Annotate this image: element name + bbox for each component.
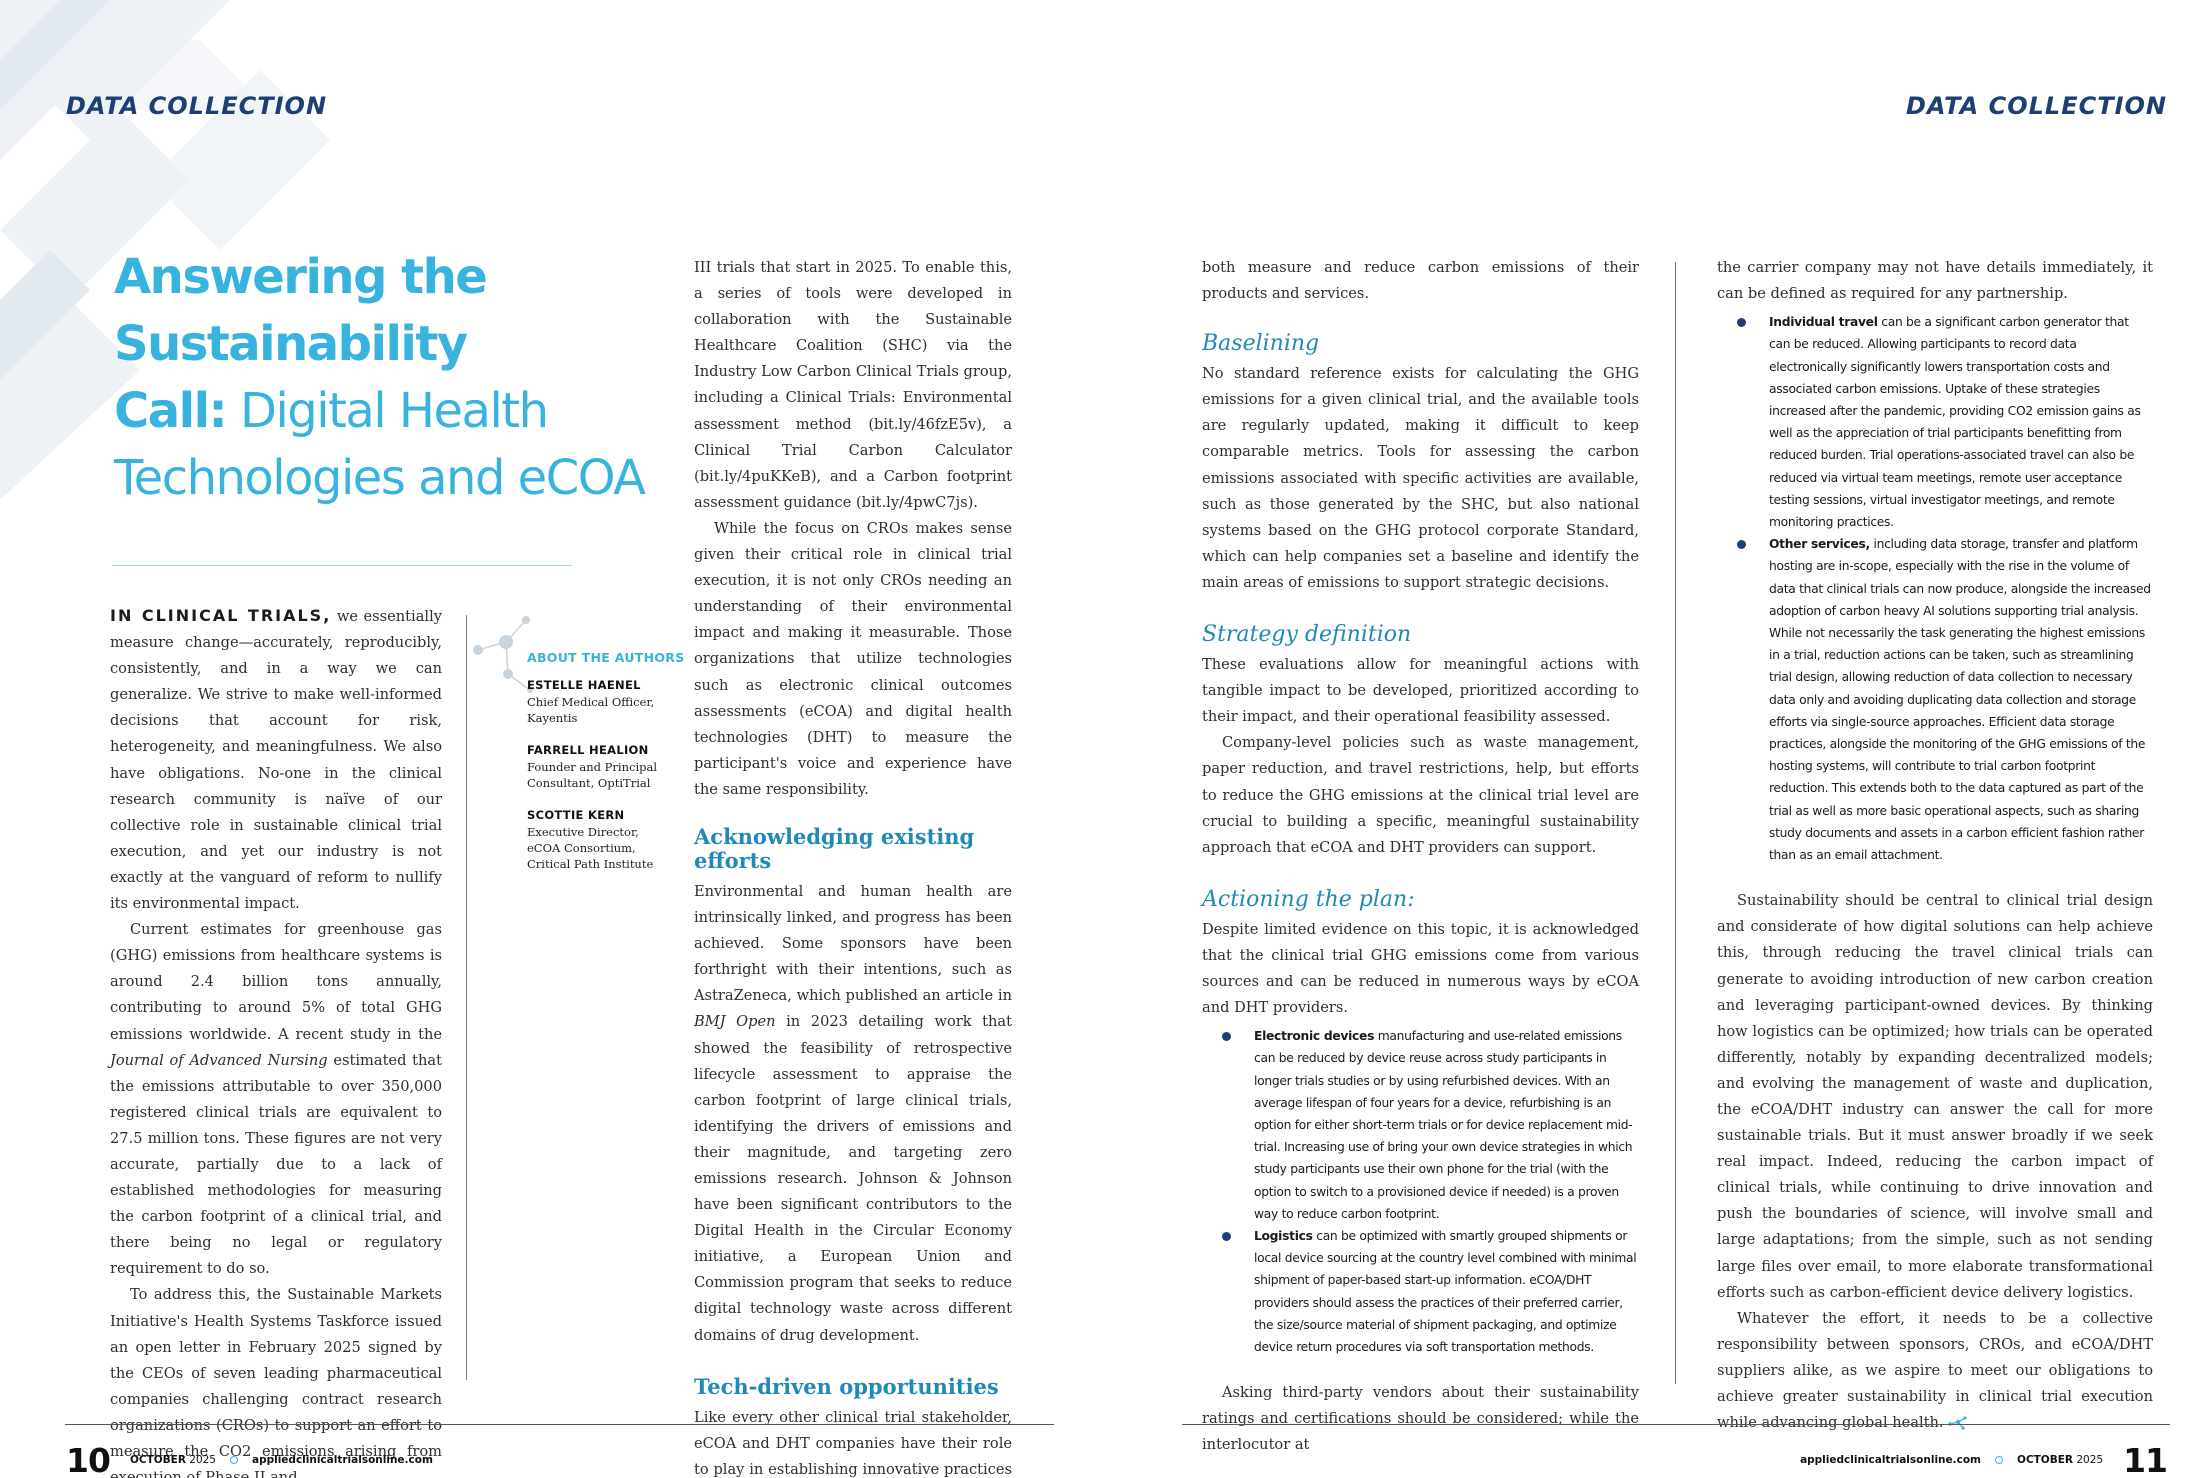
footer-right: appliedclinicaltrialsonline.com OCTOBER … [1800,1440,2168,1478]
column-divider [466,615,467,1380]
lead-in: IN CLINICAL TRIALS, [110,606,332,625]
issue-month: OCTOBER [2017,1454,2073,1466]
list-item: Electronic devices manufacturing and use… [1202,1025,1639,1225]
paragraph: Current estimates for greenhouse gas (GH… [110,917,442,1282]
subheading-strategy: Strategy definition [1202,622,1412,648]
bullet-dot-icon [1737,318,1746,328]
bullet-dot-icon [1995,1456,2004,1464]
bullet-text: can be a significant carbon generator th… [1769,315,2141,530]
end-mark-icon [1947,1416,1967,1430]
bullet-lead: Electronic devices [1254,1029,1375,1044]
website-link[interactable]: appliedclinicaltrialsonline.com [1800,1454,1982,1466]
paragraph: These evaluations allow for meaningful a… [1202,656,1639,726]
bullet-text: including data storage, transfer and pla… [1769,537,2151,863]
page-number: 11 [2123,1440,2168,1478]
column-divider [1675,262,1676,1384]
paragraph: Asking third-party vendors about their s… [1202,1384,1639,1454]
bullet-list: Individual travel can be a significant c… [1717,311,2153,866]
title-line-3-bold: Call: [114,383,228,439]
paragraph-text: we essentially measure change—accurately… [110,608,442,913]
author-entry: SCOTTIE KERN Executive Director, eCOA Co… [527,807,667,872]
column-4: the carrier company may not have details… [1717,255,2153,1436]
subheading-actioning: Actioning the plan: [1202,886,1415,912]
author-entry: ESTELLE HAENEL Chief Medical Officer, Ka… [527,677,667,726]
about-the-authors: ABOUT THE AUTHORS ESTELLE HAENEL Chief M… [527,650,685,888]
paragraph: IN CLINICAL TRIALS, we essentially measu… [110,603,442,917]
paragraph: While the focus on CROs makes sense give… [694,519,1012,798]
journal-title: Journal of Advanced Nursing [110,1051,328,1069]
subheading-tech-driven: Tech-driven opportunities [694,1373,999,1399]
title-line-2: Sustainability [114,316,468,372]
bullet-text: can be optimized with smartly grouped sh… [1254,1228,1637,1354]
author-entry: FARRELL HEALION Founder and Principal Co… [527,742,667,791]
title-line-1: Answering the [114,249,488,305]
issue-year: 2025 [185,1454,216,1466]
author-name: FARRELL HEALION [527,743,649,757]
issue-date: OCTOBER 2025 [2017,1454,2103,1466]
decorative-chevron-background [0,0,330,500]
paragraph: No standard reference exists for calcula… [1202,365,1639,591]
paragraph-text: Whatever the effort, it needs to be a co… [1717,1309,2153,1432]
molecule-icon [473,616,533,693]
authors-heading: ABOUT THE AUTHORS [527,650,685,665]
page-number: 10 [66,1440,111,1478]
paragraph: Sustainability should be central to clin… [1717,892,2153,1301]
footer-rule-right [1182,1424,2170,1425]
author-role: Chief Medical Officer, Kayentis [527,695,655,725]
bullet-dot-icon [1222,1231,1231,1241]
paragraph: III trials that start in 2025. To enable… [694,259,1012,511]
paragraph-text: in 2023 detailing work that showed the f… [694,1013,1012,1344]
subheading-baselining: Baselining [1202,331,1320,357]
bullet-lead: Individual travel [1769,315,1878,330]
list-item: Logistics can be optimized with smartly … [1202,1225,1639,1358]
bullet-text: manufacturing and use-related emissions … [1254,1029,1633,1221]
website-link[interactable]: appliedclinicaltrialsonline.com [251,1454,433,1466]
author-role: Founder and Principal Consultant, OptiTr… [527,760,658,790]
author-name: ESTELLE HAENEL [527,678,641,692]
author-name: SCOTTIE KERN [527,808,625,822]
title-line-4: Technologies and eCOA [114,450,646,506]
paragraph: Company-level policies such as waste man… [1202,734,1639,856]
section-label-right: DATA COLLECTION [1905,92,2167,120]
bullet-lead: Other services, [1769,537,1870,552]
bullet-lead: Logistics [1254,1228,1313,1243]
journal-title: BMJ Open [694,1013,776,1031]
title-line-3-rest: Digital Health [226,383,549,439]
list-item: Other services, including data storage, … [1717,533,2153,866]
author-role: Executive Director, eCOA Consortium, Cri… [527,825,654,871]
bullet-dot-icon [1737,540,1746,550]
column-1: IN CLINICAL TRIALS, we essentially measu… [110,603,442,1478]
issue-month: OCTOBER [129,1454,186,1466]
bullet-dot-icon [1222,1032,1231,1042]
article-title: Answering the Sustainability Call: Digit… [114,244,674,512]
paragraph: Environmental and human health are intri… [694,879,1012,1349]
column-2: III trials that start in 2025. To enable… [694,255,1012,1478]
paragraph-text: Environmental and human health are intri… [694,882,1012,1005]
section-label-left: DATA COLLECTION [66,92,328,120]
paragraph: both measure and reduce carbon emissions… [1202,259,1639,303]
paragraph: Whatever the effort, it needs to be a co… [1717,1306,2153,1436]
paragraph: the carrier company may not have details… [1717,259,2153,303]
paragraph-text: Current estimates for greenhouse gas (GH… [110,921,442,1043]
paragraph: Despite limited evidence on this topic, … [1202,920,1639,1017]
paragraph: To address this, the Sustainable Markets… [110,1286,442,1478]
paragraph: Like every other clinical trial stakehol… [694,1408,1012,1478]
issue-year: 2025 [2073,1454,2104,1466]
column-3: both measure and reduce carbon emissions… [1202,255,1639,1458]
bullet-list: Electronic devices manufacturing and use… [1202,1025,1639,1358]
bullet-dot-icon [229,1456,238,1464]
subheading-acknowledging: Acknowledging existing efforts [694,823,975,873]
footer-left: 10 OCTOBER 2025 appliedclinicaltrialsonl… [66,1440,433,1478]
title-divider [112,565,572,566]
list-item: Individual travel can be a significant c… [1717,311,2153,533]
footer-rule-left [65,1424,1054,1425]
issue-date: OCTOBER 2025 [130,1454,216,1466]
paragraph-text: estimated that the emissions attributabl… [110,1051,442,1278]
